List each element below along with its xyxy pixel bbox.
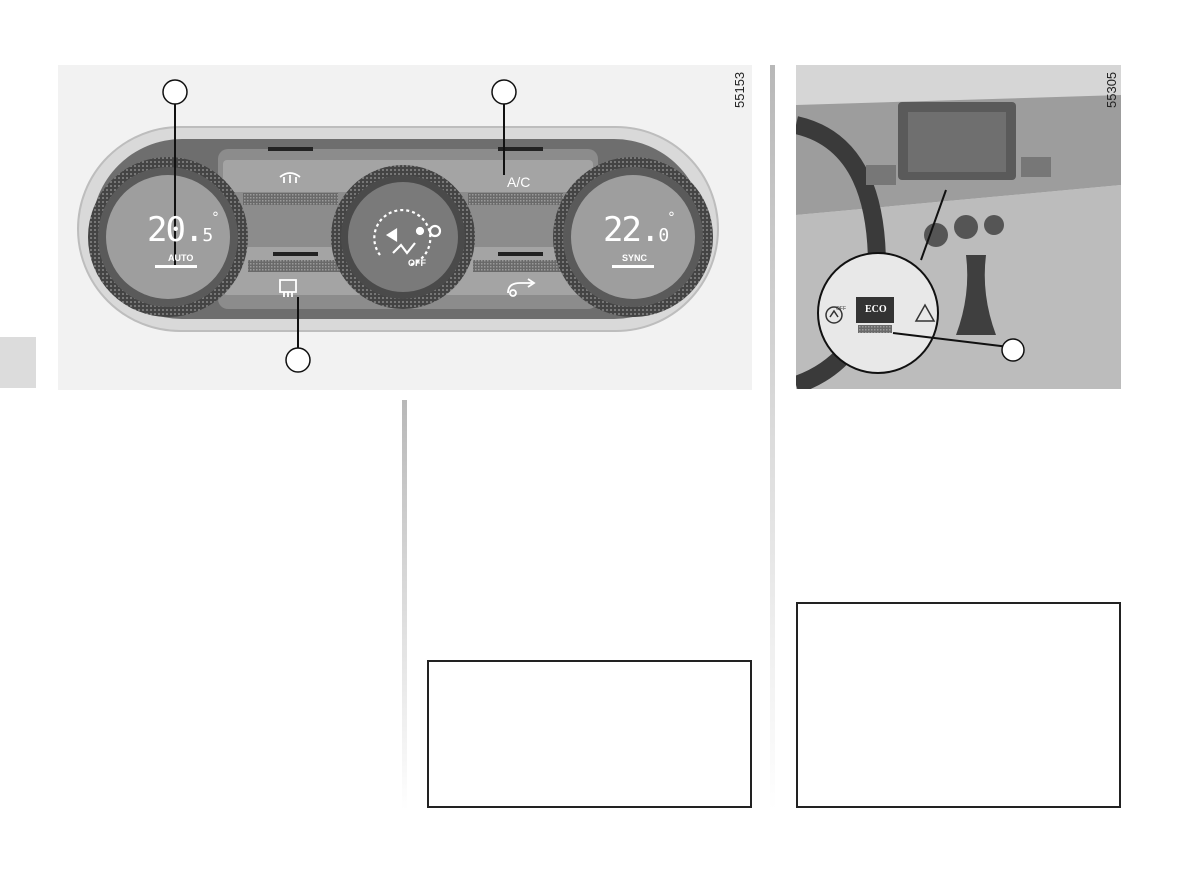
figure-dashboard: [796, 65, 1121, 389]
callout-3: [285, 347, 311, 373]
note-box-right: [796, 602, 1121, 808]
right-temp-decimal: 0: [658, 225, 669, 246]
callout-4: [1001, 338, 1025, 362]
front-demist-icon: [279, 172, 301, 183]
auto-stop-off-label: OFF: [836, 306, 846, 312]
grille-top-left: [243, 193, 338, 205]
auto-stop-icon: [825, 306, 843, 324]
callout-2: [491, 79, 517, 105]
note-box-middle: [427, 660, 752, 808]
airflow-fan-icon: [373, 209, 442, 267]
eco-button: [856, 297, 894, 323]
dashboard-illustration: [796, 65, 1121, 389]
grille-bottom-left: [248, 260, 343, 272]
infotainment-screen-icon: [898, 102, 1016, 180]
off-label: OFF: [408, 258, 426, 268]
right-temp-degree: °: [667, 210, 676, 226]
right-temp-value: 22.0°: [603, 210, 676, 250]
right-temp-display: [571, 175, 695, 299]
right-temp-integer: 22.: [603, 210, 660, 250]
hazard-icon: [914, 303, 936, 322]
rear-demist-icon: [279, 279, 297, 297]
figure-code-left: 55153: [732, 71, 747, 108]
left-temp-display: [106, 175, 230, 299]
left-temp-value: 20.5°: [147, 210, 220, 250]
eco-label: ECO: [865, 304, 887, 315]
sync-label: SYNC: [622, 253, 648, 263]
left-temp-decimal: 5: [202, 225, 213, 246]
figure-code-right: 55305: [1104, 71, 1119, 108]
left-temp-integer: 20.: [147, 210, 204, 250]
column-rule-middle: [402, 400, 407, 810]
grille-bottom-right: [473, 260, 568, 272]
callout-1: [162, 79, 188, 105]
ac-label: A/C: [507, 174, 531, 190]
auto-label: AUTO: [168, 253, 194, 263]
grille-top-right: [468, 193, 563, 205]
recirculation-icon: [507, 278, 536, 297]
column-rule-right: [770, 65, 775, 810]
climate-panel-illustration: [77, 79, 719, 373]
chapter-tab: [0, 337, 36, 388]
left-temp-degree: °: [211, 210, 220, 226]
